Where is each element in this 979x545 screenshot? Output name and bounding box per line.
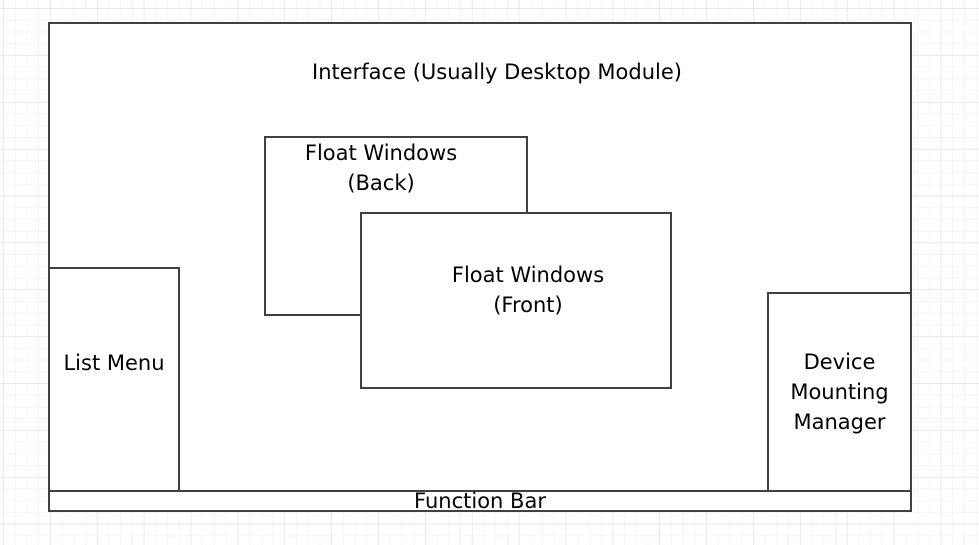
float-windows-front-box[interactable] bbox=[360, 212, 672, 389]
device-mounting-manager-box[interactable] bbox=[767, 292, 912, 492]
function-bar-box[interactable] bbox=[48, 490, 912, 512]
list-menu-box[interactable] bbox=[48, 267, 180, 492]
